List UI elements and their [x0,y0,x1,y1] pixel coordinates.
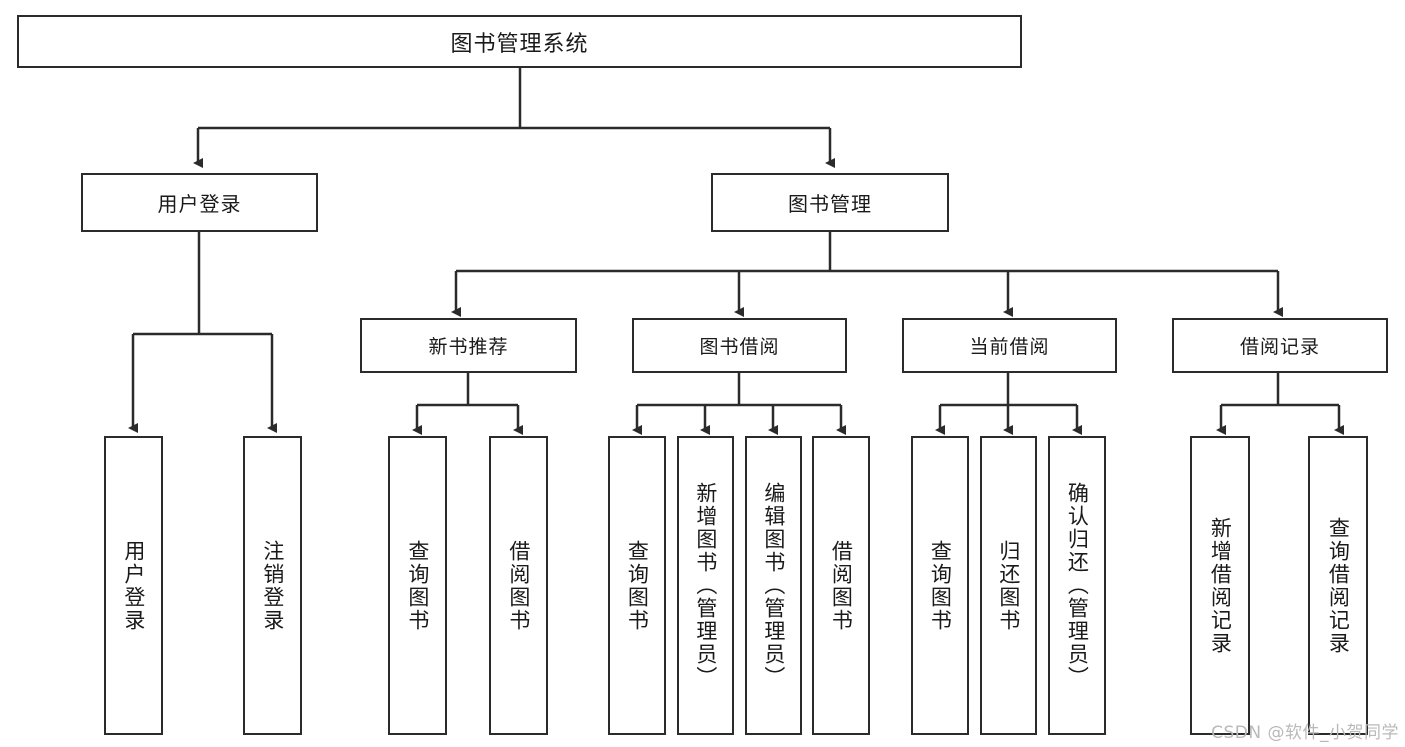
leaf-confirm-return-admin[interactable]: 确认归还（管理员） [1048,436,1106,735]
leaf-edit-book-admin[interactable]: 编辑图书（管理员） [745,436,802,735]
node-book-management[interactable]: 图书管理 [711,173,949,232]
node-book-borrow-label: 图书借阅 [699,336,780,358]
leaf-query-book-recommend[interactable]: 查询图书 [388,436,447,735]
leaf-return-book-label: 归还图书 [996,539,1021,632]
leaf-query-book-recommend-label: 查询图书 [405,539,430,632]
node-borrow-record-label: 借阅记录 [1239,336,1320,358]
leaf-return-book[interactable]: 归还图书 [980,436,1037,735]
leaf-add-book-admin[interactable]: 新增图书（管理员） [677,436,734,735]
leaf-logout-label: 注销登录 [260,539,285,632]
leaf-borrow-book-label: 借阅图书 [829,539,854,632]
node-borrow-record[interactable]: 借阅记录 [1172,318,1388,373]
leaf-query-book-current[interactable]: 查询图书 [911,436,969,735]
leaf-borrow-book[interactable]: 借阅图书 [812,436,870,735]
node-current-borrow-label: 当前借阅 [969,336,1050,358]
node-root[interactable]: 图书管理系统 [17,15,1022,68]
leaf-query-book-current-label: 查询图书 [928,539,953,632]
leaf-add-borrow-record[interactable]: 新增借阅记录 [1190,436,1250,735]
leaf-borrow-book-recommend[interactable]: 借阅图书 [489,436,548,735]
leaf-user-login[interactable]: 用户登录 [104,436,163,735]
leaf-query-borrow-record[interactable]: 查询借阅记录 [1308,436,1368,735]
leaf-borrow-book-recommend-label: 借阅图书 [506,539,531,632]
node-book-management-label: 图书管理 [788,192,872,216]
leaf-query-book-borrow[interactable]: 查询图书 [608,436,666,735]
node-root-label: 图书管理系统 [450,31,589,57]
leaf-confirm-return-admin-label: 确认归还（管理员） [1065,482,1090,689]
node-new-book-recommend[interactable]: 新书推荐 [360,318,577,373]
leaf-edit-book-admin-label: 编辑图书（管理员） [761,482,786,689]
leaf-add-book-admin-label: 新增图书（管理员） [693,482,718,689]
leaf-user-login-label: 用户登录 [121,539,146,632]
node-user-login[interactable]: 用户登录 [81,173,318,232]
node-book-borrow[interactable]: 图书借阅 [632,318,847,373]
leaf-query-book-borrow-label: 查询图书 [625,539,650,632]
node-user-login-label: 用户登录 [157,192,242,216]
node-current-borrow[interactable]: 当前借阅 [902,318,1117,373]
leaf-add-borrow-record-label: 新增借阅记录 [1208,516,1233,655]
node-new-book-recommend-label: 新书推荐 [428,336,509,358]
leaf-query-borrow-record-label: 查询借阅记录 [1326,516,1351,655]
leaf-logout[interactable]: 注销登录 [243,436,302,735]
csdn-watermark: CSDN @软件_小贺同学 [1211,723,1399,743]
